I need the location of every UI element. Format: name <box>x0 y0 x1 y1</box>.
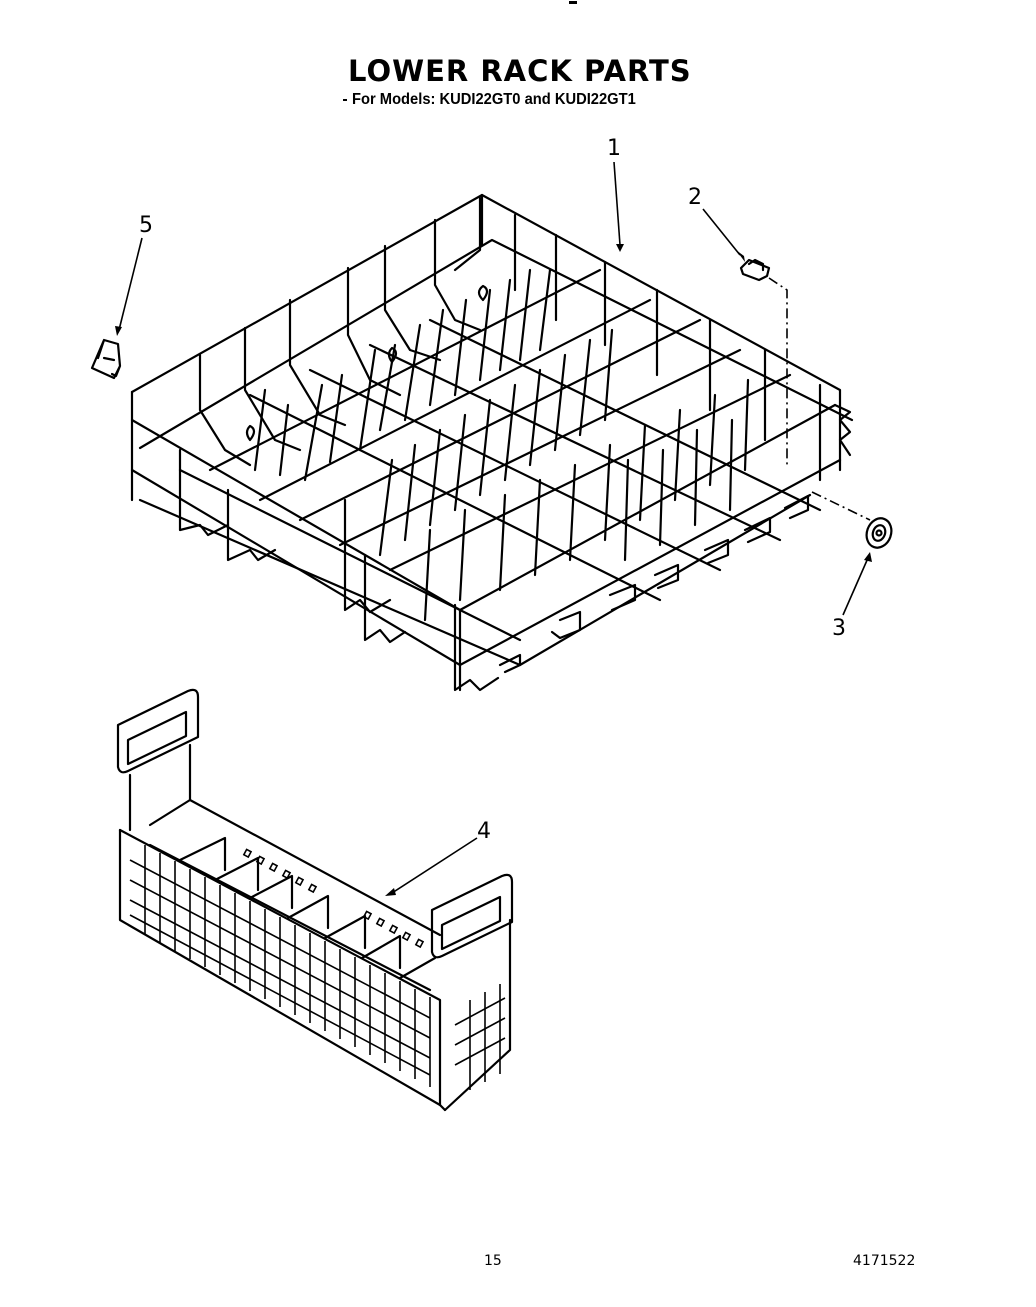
callout-5-label: 5 <box>139 213 153 238</box>
arrowhead-4 <box>385 888 396 896</box>
callout-3-label: 3 <box>832 616 846 641</box>
page-title: LOWER RACK PARTS <box>348 54 692 88</box>
callout-4-label: 4 <box>477 819 491 844</box>
arrowhead-1 <box>616 244 624 252</box>
callout-2-label: 2 <box>688 185 702 210</box>
models-subtitle: For Models: KUDI22GT0 and KUDI22GT1 <box>352 91 636 108</box>
callout-1-label: 1 <box>607 136 621 161</box>
top-mark <box>569 1 577 4</box>
subtitle-dash <box>343 99 347 101</box>
rack-wheel-drawing <box>811 491 893 616</box>
leader-line-4 <box>391 837 478 894</box>
lower-rack-drawing <box>130 193 854 692</box>
leader-line-1 <box>613 161 621 246</box>
page-number: 15 <box>484 1253 502 1269</box>
rack-bumper-drawing <box>90 237 143 380</box>
document-number: 4171522 <box>853 1253 916 1269</box>
rack-clip-drawing <box>702 208 788 465</box>
silverware-basket-drawing <box>116 688 514 1112</box>
